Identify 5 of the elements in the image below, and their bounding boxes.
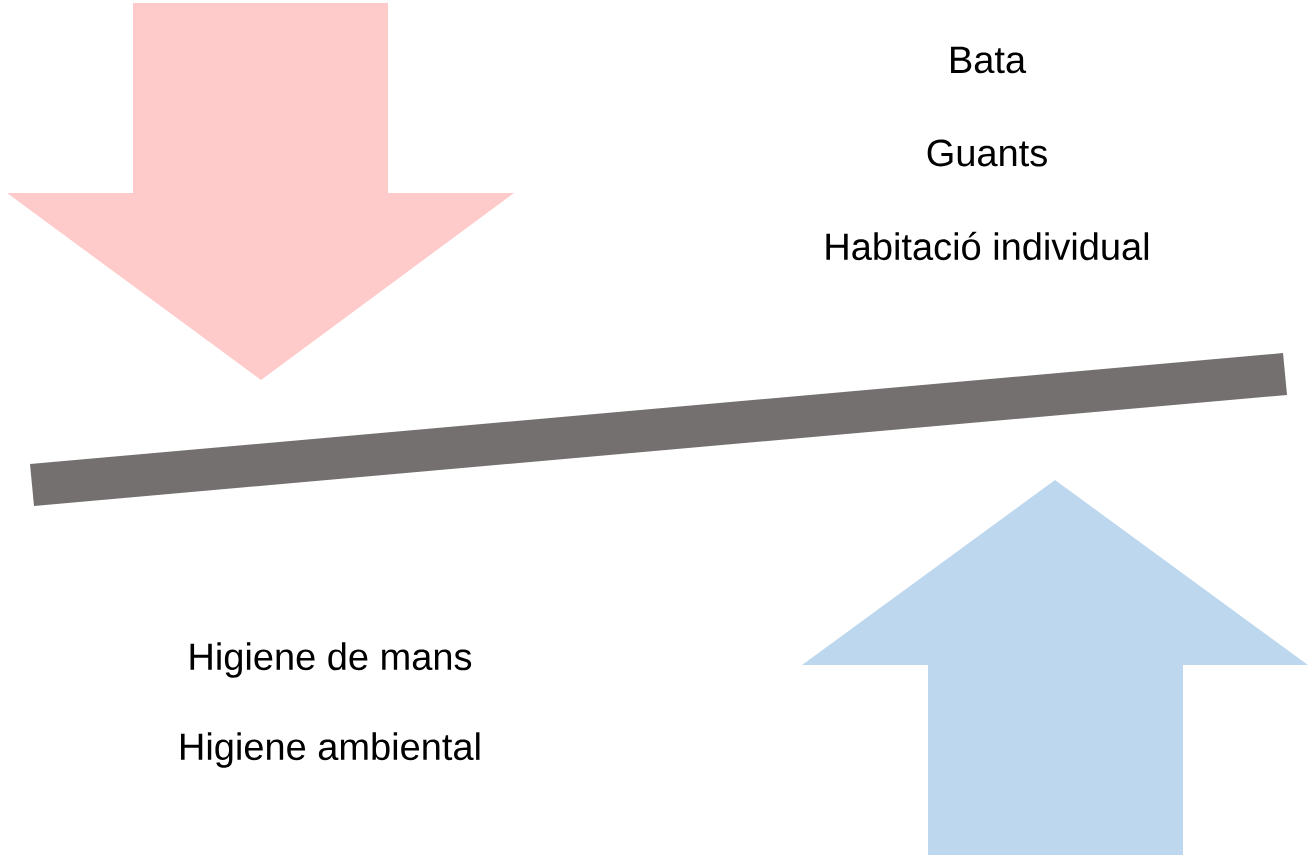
label-text: Guants	[927, 139, 1047, 167]
label-text: Habitació individual	[826, 231, 1149, 261]
label-text: Higiene ambiental	[181, 732, 480, 768]
label-text: Higiene de mans	[190, 642, 472, 678]
label-text: Bata	[951, 46, 1027, 74]
